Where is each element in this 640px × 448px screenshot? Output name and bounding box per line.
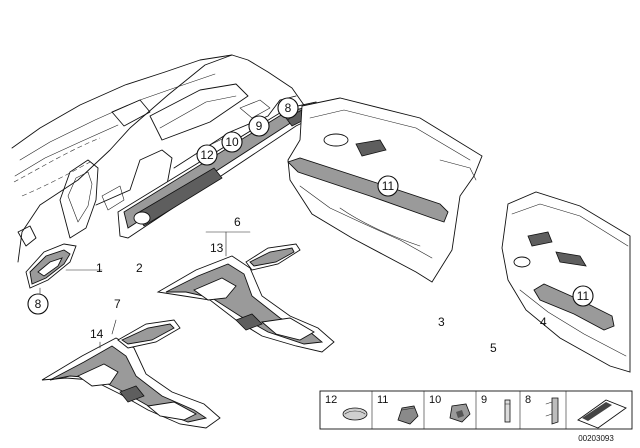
part-number-1: 1 [96,261,103,275]
callout-11-front: 11 [377,175,399,197]
callout-11-rear: 11 [572,285,594,307]
part-number-14: 14 [90,327,104,341]
part-number-3: 3 [438,315,445,329]
legend-label-11: 11 [377,394,388,406]
part-number-13: 13 [210,241,224,255]
svg-text:10: 10 [225,135,239,149]
svg-text:8: 8 [285,101,292,115]
leader-lines [39,111,583,349]
center-console-trim-lower[interactable] [41,319,221,429]
dashboard-drawing [11,54,307,263]
parts-legend: 12 11 10 9 8 [319,390,633,430]
bracket-8-icon [545,397,559,425]
part-numbers: 1 2 3 4 5 6 7 13 14 [90,215,547,355]
clip-10-icon [449,403,471,423]
legend-label-12: 12 [325,394,337,406]
callout-8-left: 8 [27,293,49,315]
rear-door-panel[interactable] [501,191,631,373]
svg-text:9: 9 [256,119,263,133]
screw-9-icon [504,399,511,423]
arrow-tool-icon [577,399,627,429]
document-id: 00203093 [578,434,614,443]
svg-text:12: 12 [200,148,214,162]
svg-text:8: 8 [35,297,42,311]
part-number-6: 6 [234,215,241,229]
legend-label-9: 9 [481,394,487,406]
svg-text:11: 11 [577,289,590,303]
clip-12-icon [342,407,368,421]
legend-label-8: 8 [525,394,531,406]
left-dash-trim[interactable] [25,243,77,289]
part-number-2: 2 [136,261,143,275]
legend-label-10: 10 [429,394,441,406]
clip-11-icon [397,405,419,425]
callout-9: 9 [248,115,270,137]
callout-10: 10 [221,131,243,153]
callout-12: 12 [196,144,218,166]
center-console-trim-upper[interactable] [156,243,335,353]
part-number-7: 7 [114,297,121,311]
part-number-4: 4 [540,315,547,329]
dash-trim-strip[interactable] [117,101,321,239]
svg-text:11: 11 [382,179,395,193]
callout-8-top: 8 [277,97,299,119]
part-number-5: 5 [490,341,497,355]
